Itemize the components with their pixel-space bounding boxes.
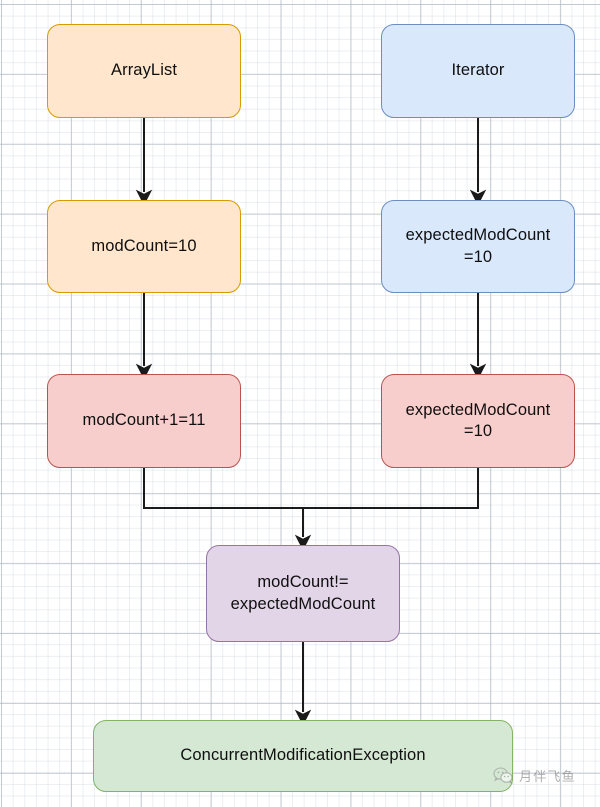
edge-modcountplus1-to-compare: [143, 468, 303, 509]
watermark: 月伴飞鱼: [493, 766, 576, 785]
node-modcount-not-equal-expectedmodcount[interactable]: modCount!= expectedModCount: [206, 545, 400, 642]
node-expectedmodcount-10[interactable]: expectedModCount =10: [381, 200, 575, 293]
node-expectedmodcount-10-red[interactable]: expectedModCount =10: [381, 374, 575, 468]
node-concurrentmodificationexception[interactable]: ConcurrentModificationException: [93, 720, 513, 792]
node-iterator[interactable]: Iterator: [381, 24, 575, 118]
node-modcount-10[interactable]: modCount=10: [47, 200, 241, 293]
node-modcount-plus-1-11[interactable]: modCount+1=11: [47, 374, 241, 468]
watermark-text: 月伴飞鱼: [519, 769, 576, 784]
edge-expectedmodcount-red-to-compare: [303, 468, 479, 509]
node-arraylist[interactable]: ArrayList: [47, 24, 241, 118]
wechat-icon: [493, 766, 513, 785]
